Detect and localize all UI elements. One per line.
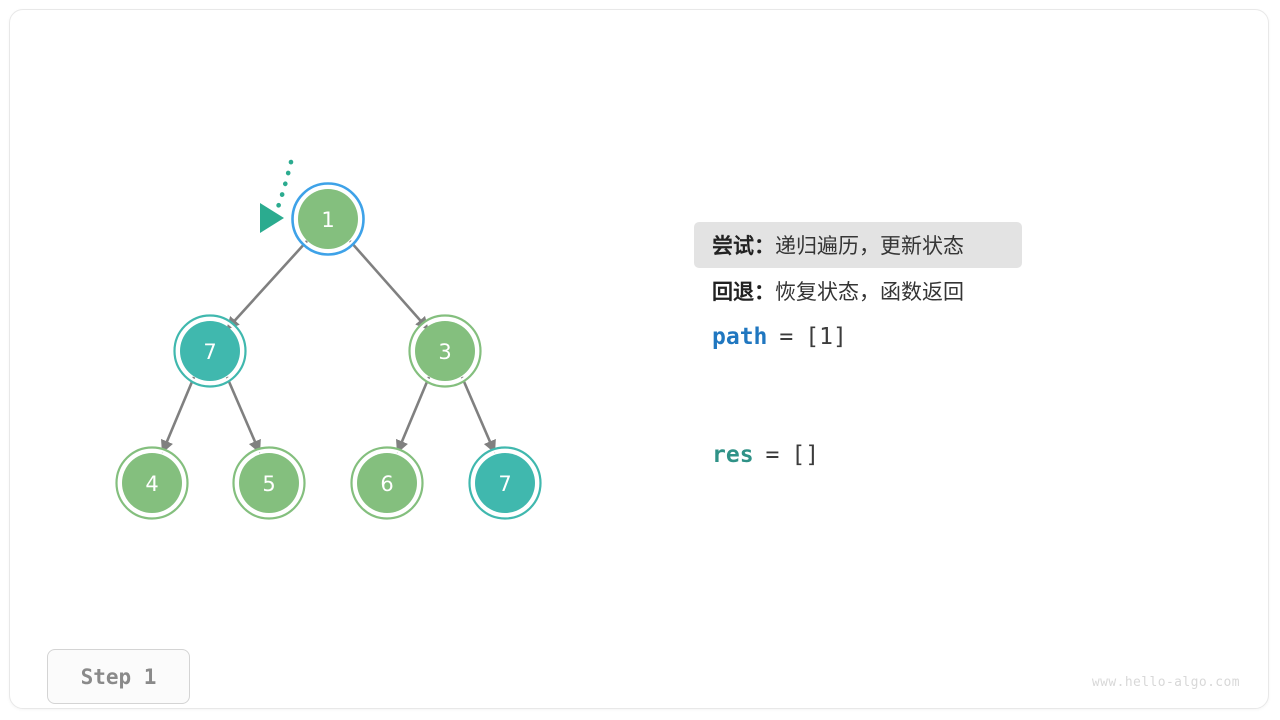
- res-variable-line: res = []: [694, 432, 1214, 478]
- try-line: 尝试： 递归遍历，更新状态: [694, 222, 1022, 268]
- res-variable-value: []: [791, 442, 820, 468]
- tree-node-7-right[interactable]: 7: [468, 446, 542, 520]
- tree-node-4[interactable]: 4: [115, 446, 189, 520]
- binary-tree-diagram: 1 7 3 4: [115, 159, 542, 520]
- path-variable-name: path: [712, 324, 768, 350]
- step-badge-label: Step 1: [80, 664, 157, 689]
- tree-edges: [161, 240, 496, 454]
- path-equals-sign: =: [779, 324, 794, 350]
- step-badge: Step 1: [47, 649, 190, 704]
- edge-7-4: [161, 376, 196, 454]
- edge-1-3: [349, 240, 429, 330]
- try-label: 尝试：: [712, 234, 775, 258]
- try-value: 递归遍历，更新状态: [775, 234, 964, 258]
- tree-node-7-left[interactable]: 7: [173, 314, 247, 388]
- tree-node-6[interactable]: 6: [350, 446, 424, 520]
- tree-node-label: 3: [438, 340, 451, 364]
- edge-3-7b: [460, 376, 496, 454]
- tree-node-3[interactable]: 3: [408, 314, 482, 388]
- tree-node-label: 6: [380, 472, 393, 496]
- state-panel: 尝试： 递归遍历，更新状态 回退： 恢复状态，函数返回 path = [1] r…: [694, 222, 1214, 478]
- tree-node-label: 4: [145, 472, 158, 496]
- panel-spacer: [694, 360, 1214, 432]
- watermark: www.hello-algo.com: [1091, 675, 1240, 690]
- backtrack-line: 回退： 恢复状态，函数返回: [694, 268, 1214, 314]
- tree-node-label: 7: [498, 472, 511, 496]
- figure-card: 1 7 3 4: [9, 9, 1269, 709]
- res-equals-sign: =: [765, 442, 780, 468]
- edge-7-5: [225, 376, 261, 454]
- path-variable-value: [1]: [805, 324, 847, 350]
- traversal-pointer-icon: [260, 159, 294, 233]
- path-variable-line: path = [1]: [694, 314, 1214, 360]
- tree-node-label: 7: [203, 340, 216, 364]
- tree-node-label: 5: [262, 472, 275, 496]
- tree-node-5[interactable]: 5: [232, 446, 306, 520]
- edge-1-7: [226, 240, 308, 330]
- res-variable-name: res: [712, 442, 754, 468]
- tree-node-1[interactable]: 1: [291, 182, 365, 256]
- edge-3-6: [396, 376, 431, 454]
- backtrack-value: 恢复状态，函数返回: [775, 280, 964, 304]
- tree-node-label: 1: [321, 208, 334, 232]
- backtrack-label: 回退：: [712, 280, 775, 304]
